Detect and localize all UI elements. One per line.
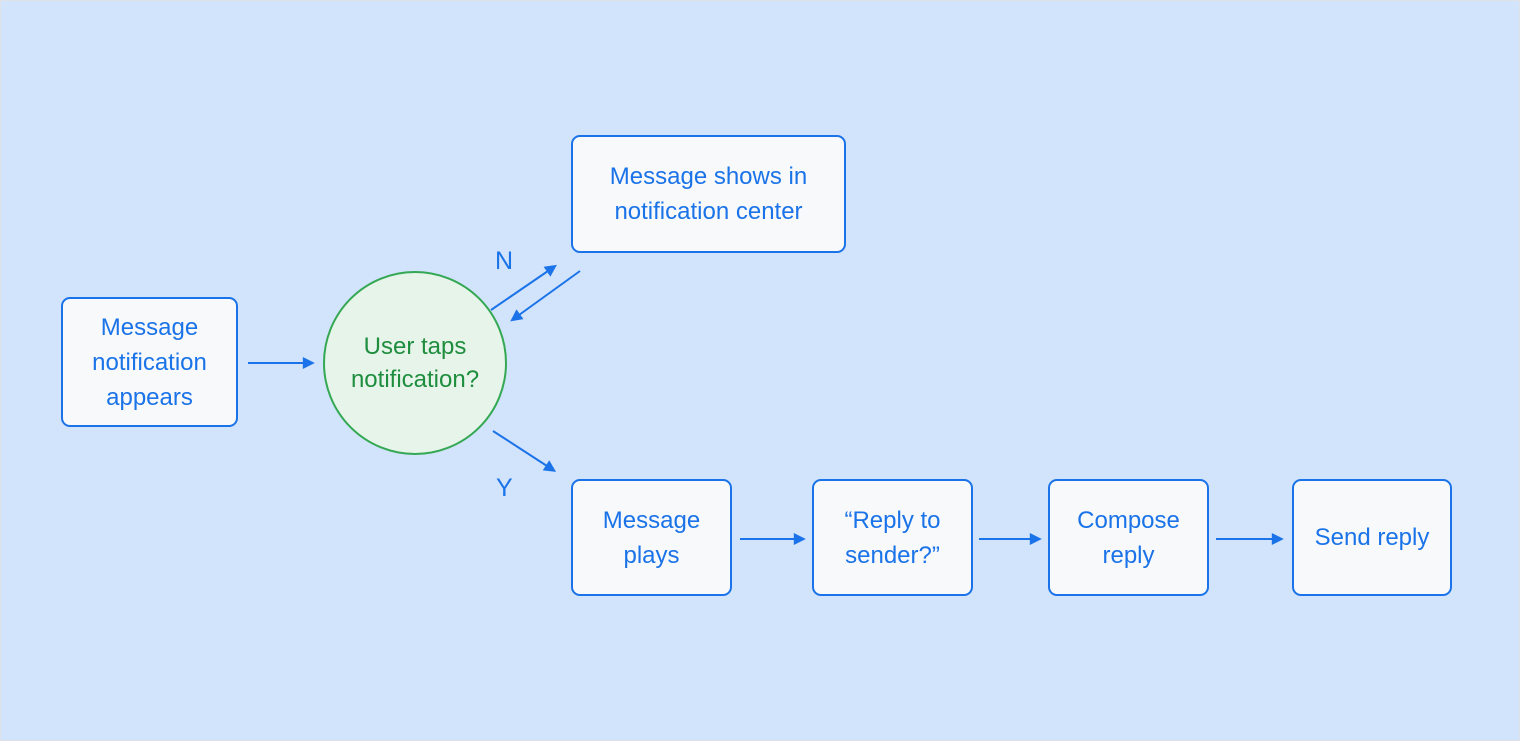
arrow-notification-center-to-decision <box>510 270 581 322</box>
node-send-reply: Send reply <box>1292 479 1452 596</box>
arrow-decision-to-notification-center <box>490 264 557 311</box>
node-reply-prompt-label: “Reply to sender?” <box>844 506 941 569</box>
node-decision-label: User taps notification? <box>350 333 480 393</box>
node-start: Message notification appears <box>61 297 238 427</box>
node-send-reply-label: Send reply <box>1314 524 1430 551</box>
node-message-plays-label: Message plays <box>602 506 701 569</box>
node-compose-reply: Compose reply <box>1048 479 1209 596</box>
edge-label-no: N <box>495 247 514 275</box>
node-message-plays: Message plays <box>571 479 732 596</box>
node-compose-reply-label: Compose reply <box>1077 506 1180 569</box>
arrow-decision-to-message-plays <box>492 430 557 472</box>
node-reply-prompt: “Reply to sender?” <box>812 479 973 596</box>
node-notification-center-label: Message shows in notification center <box>609 163 808 225</box>
node-notification-center: Message shows in notification center <box>571 135 846 253</box>
node-start-label: Message notification appears <box>92 313 207 411</box>
edge-label-yes: Y <box>496 474 513 502</box>
node-decision-user-taps-notification: User taps notification? <box>323 271 507 455</box>
